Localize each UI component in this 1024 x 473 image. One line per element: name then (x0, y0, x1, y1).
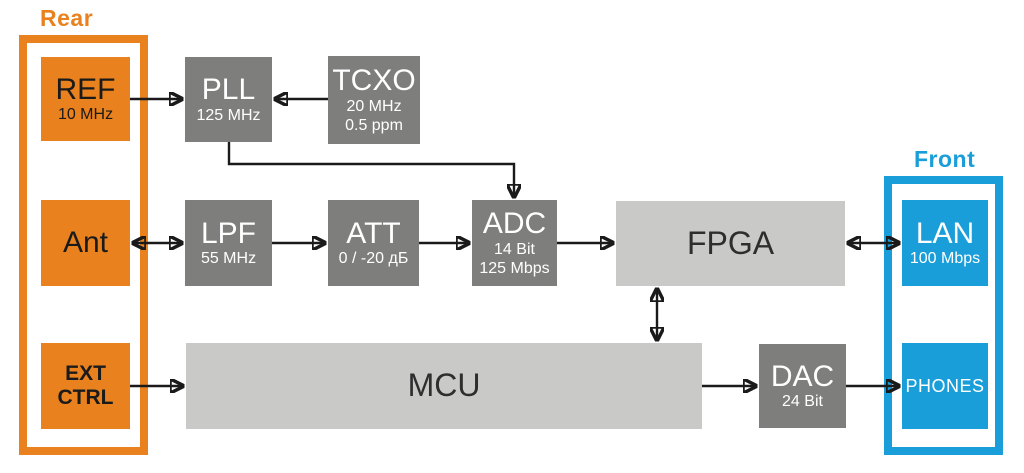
block-adc-subtitle2: 125 Mbps (479, 259, 550, 277)
block-pll: PLL 125 MHz (185, 57, 272, 142)
block-ext-ctrl-line2: CTRL (57, 386, 114, 409)
block-fpga: FPGA (616, 201, 845, 286)
front-panel-label: Front (914, 146, 976, 172)
block-lan: LAN 100 Mbps (902, 200, 988, 286)
block-tcxo-title: TCXO (332, 64, 416, 98)
block-tcxo-subtitle2: 0.5 ppm (345, 116, 403, 134)
block-tcxo-subtitle: 20 MHz (346, 97, 402, 115)
block-pll-subtitle: 125 MHz (196, 106, 261, 124)
front-panel-frame (884, 176, 1003, 455)
block-pll-title: PLL (201, 73, 256, 107)
block-phones-title: PHONES (905, 375, 985, 396)
block-ant: Ant (41, 200, 130, 286)
block-ext-ctrl: EXT CTRL (41, 343, 130, 429)
block-ext-ctrl-line1: EXT (65, 361, 106, 385)
block-fpga-title: FPGA (686, 224, 775, 261)
block-ant-title: Ant (62, 226, 109, 260)
block-lan-subtitle: 100 Mbps (909, 250, 981, 268)
block-phones: PHONES (902, 343, 988, 429)
block-lpf: LPF 55 MHz (185, 200, 272, 286)
block-dac-subtitle: 24 Bit (782, 393, 823, 411)
block-att: ATT 0 / -20 дБ (328, 200, 419, 286)
block-dac-title: DAC (770, 359, 835, 393)
block-dac: DAC 24 Bit (759, 344, 846, 428)
rear-panel-label: Rear (40, 5, 94, 31)
block-att-subtitle: 0 / -20 дБ (338, 250, 409, 268)
block-mcu-title: MCU (407, 367, 481, 404)
block-mcu: MCU (186, 343, 702, 429)
block-lan-title: LAN (915, 216, 975, 250)
block-ref-title: REF (55, 72, 116, 106)
block-ref-subtitle: 10 MHz (57, 106, 114, 124)
block-adc-title: ADC (482, 207, 547, 241)
block-adc: ADC 14 Bit 125 Mbps (472, 200, 557, 286)
block-att-title: ATT (346, 216, 401, 250)
block-lpf-subtitle: 55 MHz (200, 250, 257, 268)
arrow-pll-to-adc (227, 142, 514, 197)
block-adc-subtitle: 14 Bit (494, 240, 535, 258)
block-ref: REF 10 MHz (41, 57, 130, 141)
block-lpf-title: LPF (200, 216, 257, 250)
block-tcxo: TCXO 20 MHz 0.5 ppm (328, 56, 420, 144)
